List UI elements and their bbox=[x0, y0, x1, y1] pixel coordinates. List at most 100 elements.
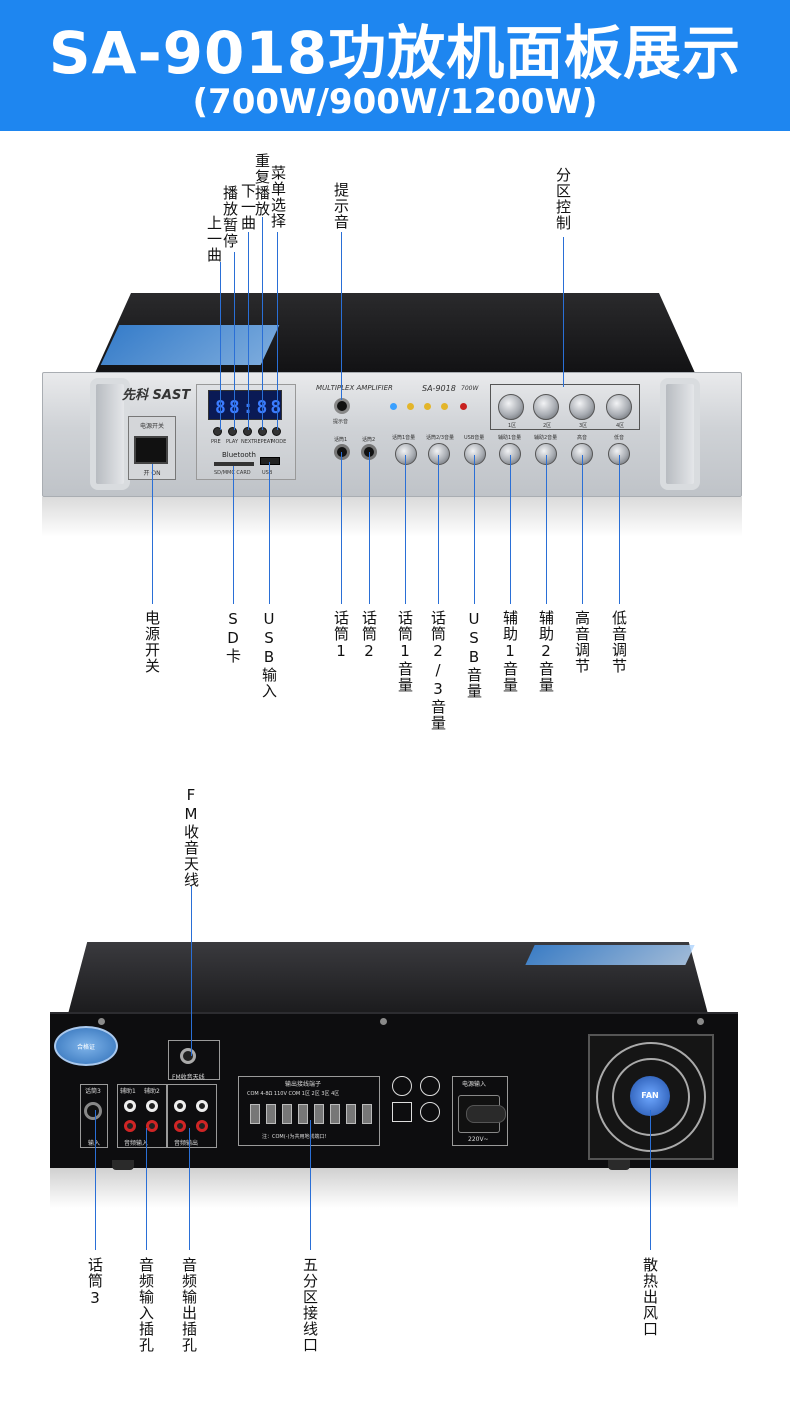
callout-line-next bbox=[248, 232, 249, 430]
label-aux-1-volume: 辅助1音量 bbox=[501, 610, 519, 693]
callout-line-mic3 bbox=[95, 1110, 96, 1250]
mic-3-box bbox=[80, 1084, 108, 1148]
rca-out-1-white[interactable] bbox=[174, 1100, 186, 1112]
btn-label-mode: MODE bbox=[271, 439, 287, 445]
fm-antenna-label: FM收音天线 bbox=[172, 1074, 205, 1081]
mic-3-jack[interactable] bbox=[84, 1102, 102, 1120]
label-next-track: 下一曲 bbox=[239, 183, 257, 231]
btn-label-pre: PRE bbox=[211, 439, 221, 445]
sd-card-label: SD/MMC CARD bbox=[214, 470, 251, 476]
rear-chassis-sticker bbox=[525, 945, 695, 965]
callout-line-usb-vol bbox=[474, 455, 475, 604]
usb-volume-knob[interactable] bbox=[464, 443, 486, 465]
callout-line-power bbox=[152, 464, 153, 604]
page-subtitle: (700W/900W/1200W) bbox=[192, 82, 598, 122]
label-usb-input: USB输入 bbox=[260, 610, 278, 699]
callout-line-terminals bbox=[310, 1120, 311, 1250]
label-prev-track: 上一曲 bbox=[205, 215, 223, 263]
led-yellow-1 bbox=[407, 403, 414, 410]
callout-line-audio-in bbox=[146, 1128, 147, 1250]
rear-reflection bbox=[50, 1168, 738, 1208]
zone-4-label: 4区 bbox=[616, 423, 625, 429]
mic-1-jack[interactable] bbox=[334, 444, 350, 460]
label-mic-23-volume: 话筒2/3音量 bbox=[429, 610, 447, 731]
usb-port-label: USB bbox=[262, 470, 273, 476]
callout-line-prev bbox=[220, 262, 221, 430]
rca-in-2-white[interactable] bbox=[146, 1100, 158, 1112]
label-mic-2: 话筒2 bbox=[360, 610, 378, 661]
right-handle bbox=[660, 378, 700, 490]
play-pause-button[interactable] bbox=[228, 427, 237, 436]
zone-control-box bbox=[490, 384, 640, 430]
mic-2-jack-label: 话筒2 bbox=[362, 437, 376, 443]
model-number: SA-9018 bbox=[422, 384, 456, 393]
prev-button[interactable] bbox=[213, 427, 222, 436]
left-handle bbox=[90, 378, 130, 490]
zone-3-knob[interactable] bbox=[569, 394, 595, 420]
power-input-box bbox=[452, 1076, 508, 1146]
label-sd-card: SD卡 bbox=[224, 610, 242, 664]
aux-1-label: 辅助1 bbox=[120, 1088, 136, 1095]
power-voltage-label: 220V~ bbox=[468, 1136, 489, 1143]
callout-line-sd bbox=[233, 466, 234, 604]
label-fan-vent: 散热出风口 bbox=[641, 1257, 659, 1337]
btn-label-next: NEXT bbox=[241, 439, 255, 445]
brand-logo: 先科 SAST bbox=[122, 388, 191, 403]
label-aux-2-volume: 辅助2音量 bbox=[537, 610, 555, 693]
zone-1-label: 1区 bbox=[508, 423, 517, 429]
power-input-label: 电源输入 bbox=[462, 1081, 487, 1088]
next-button[interactable] bbox=[243, 427, 252, 436]
aux-2-label: 辅助2 bbox=[144, 1088, 160, 1095]
rca-in-1-white[interactable] bbox=[124, 1100, 136, 1112]
power-switch-box-label: 电源开关 bbox=[139, 423, 164, 430]
rca-out-2-white[interactable] bbox=[196, 1100, 208, 1112]
terminal-4-8ohm[interactable] bbox=[266, 1104, 276, 1124]
aux-2-volume-label: 辅助2音量 bbox=[534, 435, 558, 441]
usb-port[interactable] bbox=[260, 457, 280, 465]
zone-2-label: 2区 bbox=[543, 423, 552, 429]
terminal-zone-3[interactable] bbox=[346, 1104, 356, 1124]
terminal-note: 注：COM(-)为共用地线端口! bbox=[262, 1134, 327, 1140]
led-red bbox=[460, 403, 467, 410]
sd-card-slot[interactable] bbox=[214, 462, 254, 466]
label-fm-antenna: FM收音天线 bbox=[182, 786, 200, 888]
terminal-zone-2[interactable] bbox=[330, 1104, 340, 1124]
btn-label-repeat: REPEAT bbox=[254, 439, 273, 445]
fm-antenna-port[interactable] bbox=[180, 1048, 196, 1064]
terminal-zone-1[interactable] bbox=[314, 1104, 324, 1124]
model-description: MULTIPLEX AMPLIFIER bbox=[316, 384, 393, 392]
screw bbox=[697, 1018, 704, 1025]
zone-4-knob[interactable] bbox=[606, 394, 632, 420]
fan-hub: FAN bbox=[630, 1076, 670, 1116]
callout-line-play bbox=[234, 252, 235, 430]
zone-1-knob[interactable] bbox=[498, 394, 524, 420]
terminal-com[interactable] bbox=[250, 1104, 260, 1124]
zone-2-knob[interactable] bbox=[533, 394, 559, 420]
label-mic-1: 话筒1 bbox=[332, 610, 350, 661]
callout-line-mic23-vol bbox=[438, 455, 439, 604]
label-power-switch: 电源开关 bbox=[143, 610, 161, 674]
rca-in-2-red[interactable] bbox=[146, 1120, 158, 1132]
rca-out-1-red[interactable] bbox=[174, 1120, 186, 1132]
rca-out-2-red[interactable] bbox=[196, 1120, 208, 1132]
callout-line-audio-out bbox=[189, 1128, 190, 1250]
bass-label: 低音 bbox=[614, 435, 625, 441]
mic-1-volume-knob[interactable] bbox=[395, 443, 417, 465]
mic-23-volume-knob[interactable] bbox=[428, 443, 450, 465]
prompt-tone-button[interactable] bbox=[334, 398, 350, 414]
led-yellow-2 bbox=[424, 403, 431, 410]
qc-sticker-label: 合格证 bbox=[76, 1044, 95, 1051]
audio-output-box bbox=[167, 1084, 217, 1148]
terminal-com-2[interactable] bbox=[298, 1104, 308, 1124]
power-switch[interactable] bbox=[134, 436, 168, 464]
mode-button[interactable] bbox=[272, 427, 281, 436]
label-mic-1-volume: 话筒1音量 bbox=[396, 610, 414, 693]
callout-line-treble bbox=[582, 455, 583, 604]
terminal-110v[interactable] bbox=[282, 1104, 292, 1124]
callout-line-zone bbox=[563, 237, 564, 387]
rca-in-1-red[interactable] bbox=[124, 1120, 136, 1132]
audio-input-box bbox=[117, 1084, 167, 1148]
label-menu-select: 菜单选择 bbox=[269, 165, 287, 229]
terminal-zone-4[interactable] bbox=[362, 1104, 372, 1124]
audio-output-label: 音频输出 bbox=[174, 1140, 199, 1147]
